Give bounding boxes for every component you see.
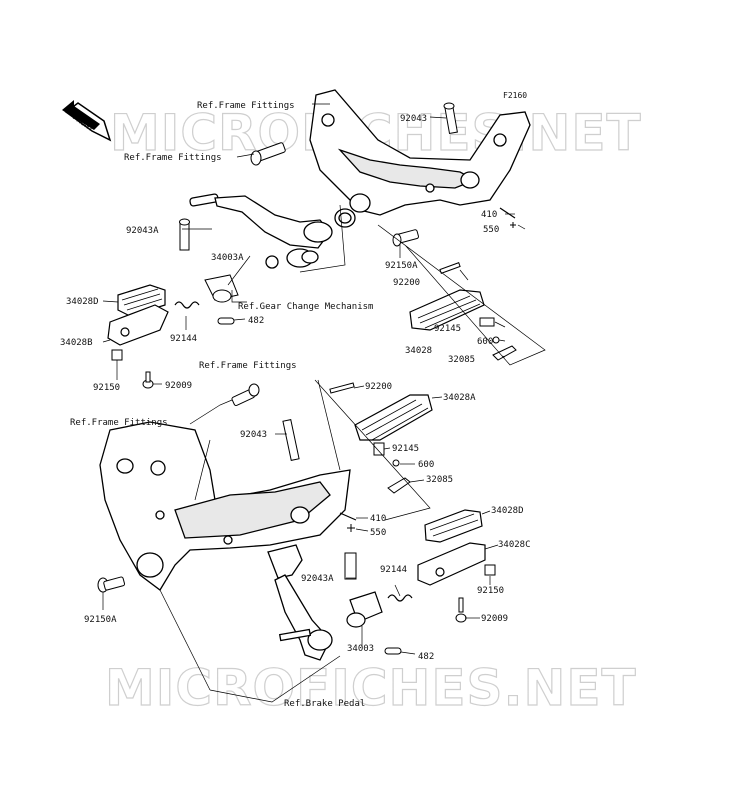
label-92150a-mid: 92150A <box>385 261 418 271</box>
pin-92043-mid <box>282 419 300 461</box>
label-34028a: 34028A <box>443 393 476 403</box>
label-550-mid: 550 <box>370 528 386 538</box>
footpeg-34028a <box>354 394 433 441</box>
label-32085-top: 32085 <box>448 355 475 365</box>
label-410-top: 410 <box>481 210 497 220</box>
pin-92200-mid <box>329 382 355 394</box>
label-410-mid: 410 <box>370 514 386 524</box>
plate-32085-top <box>492 345 517 361</box>
spring-92144-left <box>174 301 200 309</box>
label-34028b: 34028B <box>60 338 93 348</box>
pin-92043a-left <box>179 218 190 251</box>
part-550-top <box>510 222 516 228</box>
label-34003: 34003 <box>347 644 374 654</box>
label-92200-mid: 92200 <box>365 382 392 392</box>
label-92150-left: 92150 <box>93 383 120 393</box>
leader-lines-upper <box>102 103 546 385</box>
bolt-upper-left <box>250 142 286 166</box>
gear-shift-lever <box>189 193 356 269</box>
label-92145-mid: 92145 <box>392 444 419 454</box>
front-arrow-icon: FRONT <box>62 100 112 142</box>
label-92009-right: 92009 <box>481 614 508 624</box>
bolt-92150-right <box>484 564 496 576</box>
pivot-34003 <box>346 591 383 628</box>
leader-lines-lower <box>102 379 499 703</box>
label-92043a-right: 92043A <box>301 574 334 584</box>
label-92043-top: 92043 <box>400 114 427 124</box>
part-550-mid <box>347 524 355 532</box>
label-32085-mid: 32085 <box>426 475 453 485</box>
pin-92200-top <box>439 262 461 274</box>
label-34028d-left: 34028D <box>66 297 99 307</box>
ball-600-top <box>492 336 500 344</box>
label-34028c: 34028C <box>498 540 531 550</box>
upper-bracket <box>309 89 531 216</box>
footpeg-34028b <box>107 304 169 346</box>
label-600-mid: 600 <box>418 460 434 470</box>
label-ref-frame-fittings-2: Ref.Frame Fittings <box>124 153 222 163</box>
label-ref-frame-fittings-1: Ref.Frame Fittings <box>197 101 295 111</box>
part-410-top <box>499 207 516 219</box>
footpeg-34028 <box>409 289 485 331</box>
label-92043a-left: 92043A <box>126 226 159 236</box>
label-34003a: 34003A <box>211 253 244 263</box>
cotter-482-left <box>217 317 235 325</box>
footpeg-34028c <box>417 542 486 586</box>
label-92200-top: 92200 <box>393 278 420 288</box>
label-92145-top: 92145 <box>434 324 461 334</box>
lower-bracket <box>99 421 351 591</box>
label-34028d-right: 34028D <box>491 506 524 516</box>
label-ref-brake-pedal: Ref.Brake Pedal <box>284 699 365 709</box>
pivot-34003a <box>204 274 239 303</box>
spring-92145-mid <box>373 442 385 456</box>
ball-600-mid <box>392 459 400 467</box>
pin-92043-top <box>443 102 458 135</box>
pin-92043a-right <box>344 552 357 580</box>
label-ref-gear-change: Ref.Gear Change Mechanism <box>238 302 373 312</box>
label-482-left: 482 <box>248 316 264 326</box>
bolt-lower-frame <box>231 383 260 407</box>
watermark-bottom: MICROFICHES.NET <box>105 659 637 717</box>
diagram-code: F2160 <box>503 91 527 100</box>
label-92150-right: 92150 <box>477 586 504 596</box>
label-92043-mid: 92043 <box>240 430 267 440</box>
label-600-top: 600 <box>477 337 493 347</box>
bolt-92009-left <box>142 371 154 389</box>
cotter-482-right <box>384 647 402 655</box>
bolt-92009-right <box>455 597 467 623</box>
spring-92144-right <box>387 594 413 602</box>
label-92144-left: 92144 <box>170 334 197 344</box>
bolt-92150-left <box>111 349 123 361</box>
label-92009-left: 92009 <box>165 381 192 391</box>
spring-92145-top <box>479 317 495 327</box>
bolt-92150a-bottom <box>97 576 126 593</box>
plate-32085-mid <box>387 477 411 494</box>
label-34028: 34028 <box>405 346 432 356</box>
label-ref-frame-fittings-4: Ref.Frame Fittings <box>70 418 168 428</box>
part-410-mid <box>339 512 357 521</box>
label-550-top: 550 <box>483 225 499 235</box>
label-92150a-bottom: 92150A <box>84 615 117 625</box>
label-482-right: 482 <box>418 652 434 662</box>
brake-pedal <box>267 544 333 661</box>
footpeg-rubber-34028d-right <box>424 509 483 543</box>
label-92144-right: 92144 <box>380 565 407 575</box>
bolt-92150a-mid <box>392 229 419 247</box>
label-ref-frame-fittings-3: Ref.Frame Fittings <box>199 361 297 371</box>
